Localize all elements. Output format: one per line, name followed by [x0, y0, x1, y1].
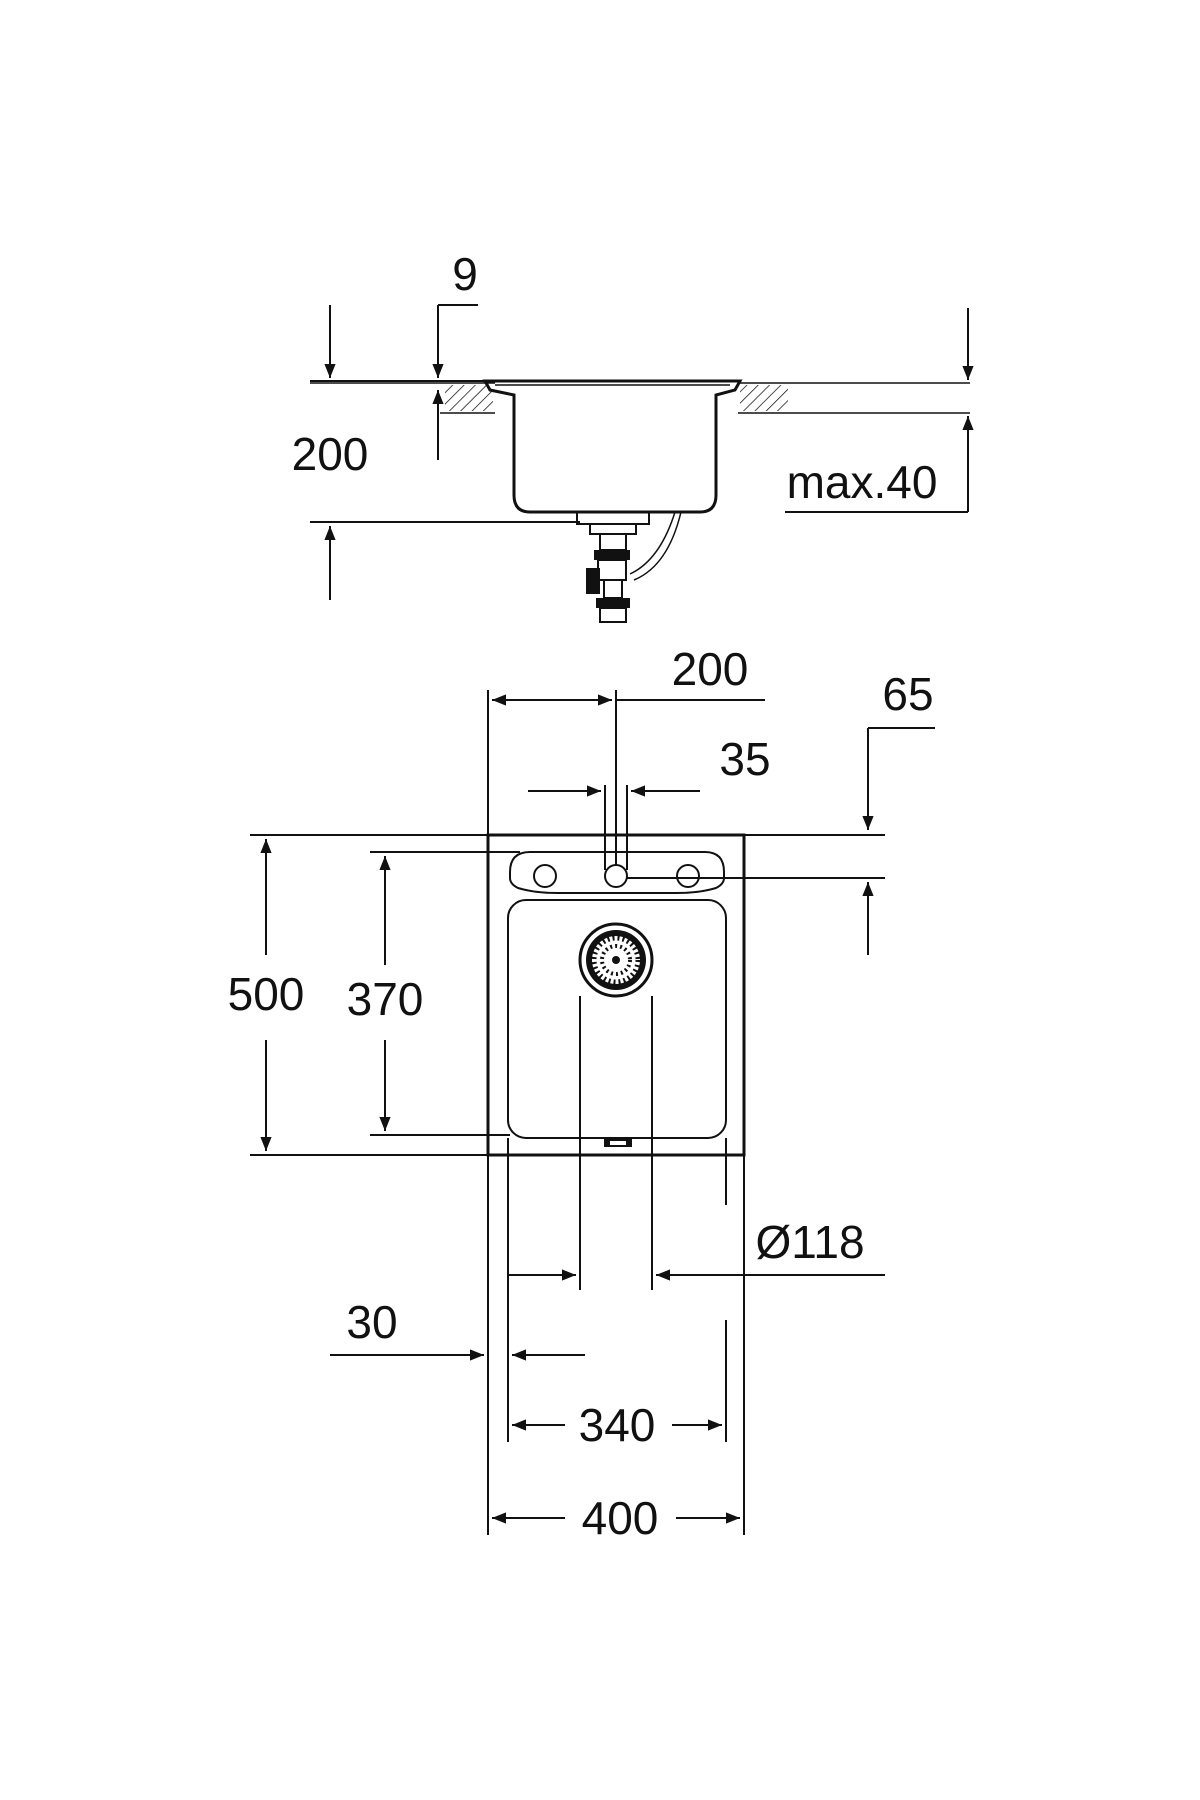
- counter-hatch-right: [740, 385, 788, 411]
- tap-hole-right: [676, 864, 700, 888]
- tap-deck: [509, 851, 725, 894]
- dim-bowl-length-label: 370: [347, 973, 424, 1025]
- tap-hole-center: [604, 864, 628, 888]
- dim-tap-back-label: 65: [882, 668, 933, 720]
- dim-rim-label: 9: [452, 248, 478, 300]
- dim-counter-label: max.40: [787, 456, 938, 508]
- counter-hatch-left: [445, 385, 493, 411]
- drain-fitting: [576, 511, 682, 623]
- sink-bowl-profile: [482, 379, 743, 514]
- dim-tap-dia-label: 35: [719, 733, 770, 785]
- dim-bowl-width-label: 340: [579, 1399, 656, 1451]
- dim-length-label: 500: [228, 968, 305, 1020]
- side-view: 9 200 max.40: [292, 248, 974, 623]
- dim-width-label: 400: [582, 1492, 659, 1544]
- drain-strainer: [578, 922, 654, 998]
- dim-depth-label: 200: [292, 428, 369, 480]
- tap-hole-left: [533, 864, 557, 888]
- sink-bowl: [507, 899, 727, 1139]
- dim-drain-label: Ø118: [755, 1216, 864, 1268]
- dim-tap-offset-label: 200: [672, 643, 749, 695]
- top-view: 200 35 65 500 370: [228, 643, 935, 1544]
- dim-edge-label: 30: [346, 1296, 397, 1348]
